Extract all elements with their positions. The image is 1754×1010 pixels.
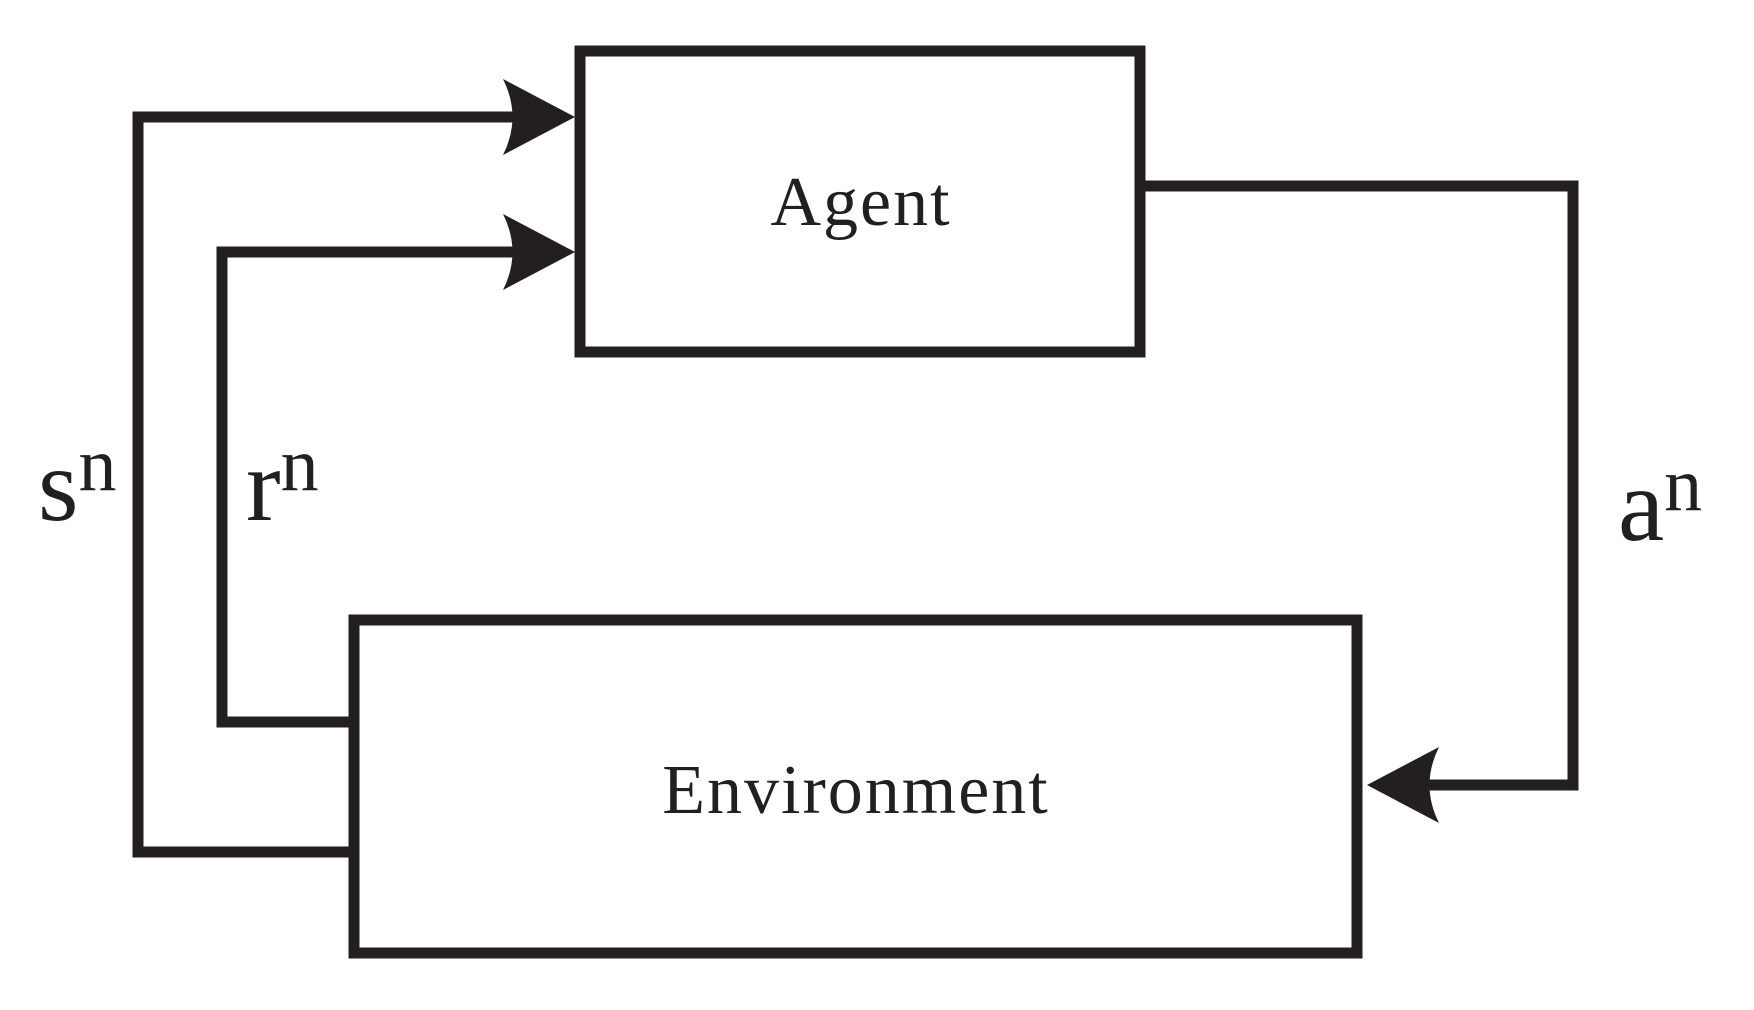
environment-box [348,614,1363,959]
state-edge-line [132,111,564,858]
reward-label: rn [246,423,319,543]
agent-box [574,45,1146,358]
reward-arrowhead-icon [503,214,575,290]
reward-label-sup: n [281,423,319,507]
action-arrowhead-icon [1367,747,1439,823]
state-label-sup: n [78,423,116,507]
action-label: an [1618,443,1702,563]
environment-label: Environment [662,752,1049,829]
action-edge-line [1140,180,1579,791]
agent-label: Agent [770,164,951,241]
action-label-sup: n [1664,443,1702,527]
state-label: sn [38,423,116,543]
state-arrowhead-icon [503,79,575,155]
reward-label-base: r [246,428,281,543]
reward-edge-line [216,246,564,728]
state-label-base: s [38,428,78,543]
action-label-base: a [1618,448,1664,563]
